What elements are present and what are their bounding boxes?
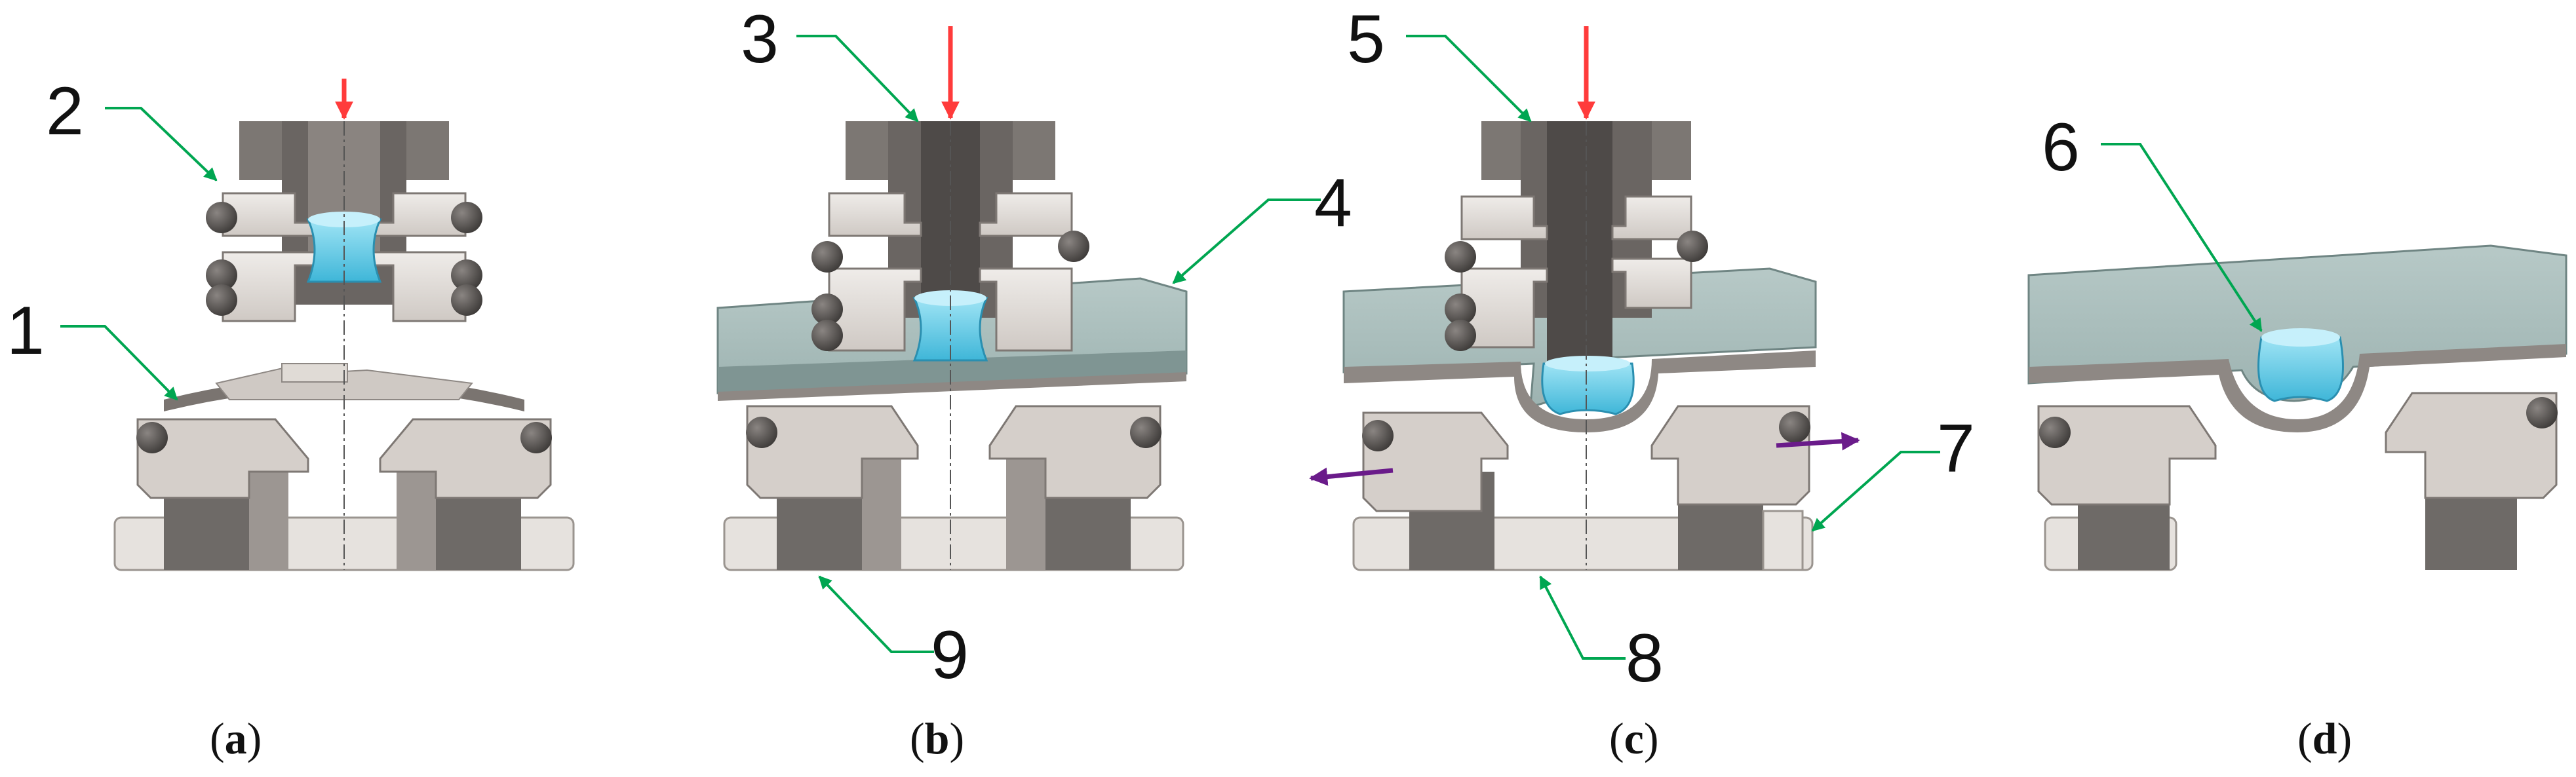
caption-c: (c) bbox=[1609, 713, 1659, 763]
panel-c bbox=[1309, 26, 1860, 571]
leader-3 bbox=[796, 35, 919, 123]
leader-8 bbox=[1539, 575, 1626, 660]
leader-4 bbox=[1172, 199, 1321, 284]
leader-1 bbox=[60, 325, 178, 401]
panel-captions: (a) (b) (c) (d) bbox=[210, 713, 2352, 763]
leader-9 bbox=[818, 575, 934, 653]
rivet-d bbox=[2257, 328, 2344, 402]
rivet-c bbox=[1541, 356, 1635, 415]
caption-d: (d) bbox=[2297, 713, 2352, 763]
leader-2 bbox=[105, 107, 218, 181]
callout-5: 5 bbox=[1347, 1, 1385, 77]
caption-a: (a) bbox=[210, 713, 262, 763]
callout-7: 7 bbox=[1937, 411, 1975, 487]
leader-7 bbox=[1811, 451, 1940, 532]
motion-arrow-right bbox=[1776, 432, 1860, 451]
callout-6: 6 bbox=[2042, 109, 2080, 185]
callout-2: 2 bbox=[46, 73, 84, 149]
callout-1: 1 bbox=[7, 293, 45, 369]
callout-9: 9 bbox=[931, 617, 969, 693]
panel-b bbox=[716, 26, 1188, 571]
die-base-b bbox=[723, 405, 1184, 571]
motion-arrow-left bbox=[1309, 467, 1394, 486]
panel-d bbox=[2027, 244, 2567, 571]
leader-5 bbox=[1406, 35, 1532, 123]
panel-a bbox=[113, 79, 575, 571]
die-base-c bbox=[1352, 405, 1814, 571]
die-base-d bbox=[2037, 392, 2558, 571]
leader-6 bbox=[2101, 143, 2263, 332]
caption-b: (b) bbox=[910, 713, 964, 763]
callout-8: 8 bbox=[1626, 620, 1664, 696]
callout-3: 3 bbox=[741, 1, 779, 77]
callout-leaders bbox=[60, 35, 2263, 660]
callout-4: 4 bbox=[1314, 165, 1352, 241]
die-base-a bbox=[113, 418, 575, 571]
callout-numbers: 1 2 3 4 5 6 7 8 9 bbox=[7, 1, 2080, 696]
sheet-stack-d bbox=[2027, 244, 2567, 432]
